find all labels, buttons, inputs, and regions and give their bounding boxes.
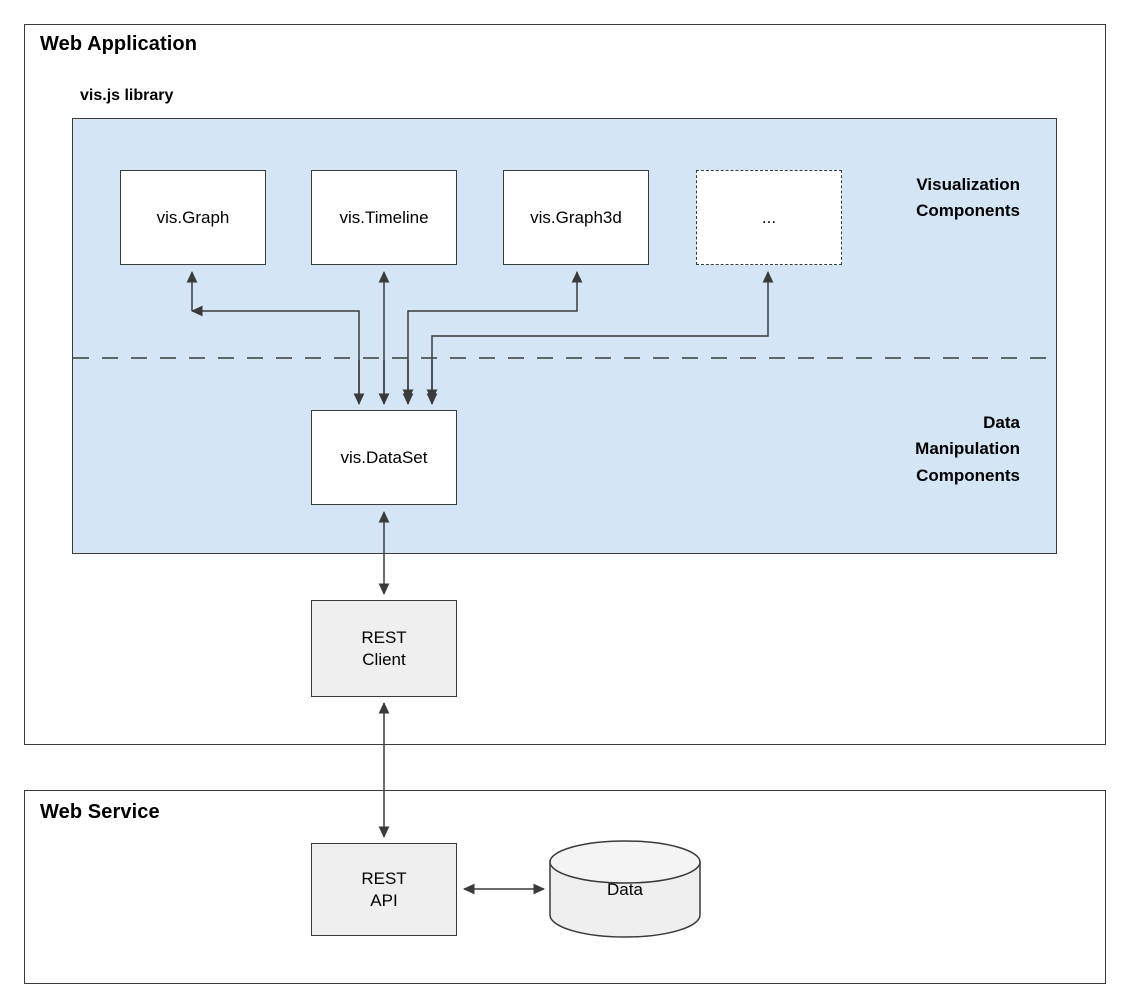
node-rest-client[interactable]: REST Client <box>311 600 457 697</box>
node-vis-graph3d[interactable]: vis.Graph3d <box>503 170 649 265</box>
node-data-store-label: Data <box>607 880 643 899</box>
container-web-application-title: Web Application <box>40 33 198 55</box>
container-web-service <box>24 790 1106 984</box>
node-rest-api[interactable]: REST API <box>311 843 457 936</box>
node-vis-timeline[interactable]: vis.Timeline <box>311 170 457 265</box>
edge-dots-dataset <box>426 271 774 401</box>
node-vis-graph[interactable]: vis.Graph <box>120 170 266 265</box>
vis-library-title: vis.js library <box>80 87 174 104</box>
container-web-service-title: Web Service <box>40 801 160 823</box>
zone-label-visualization: Visualization Components <box>916 175 1020 221</box>
container-web-application <box>24 24 1106 745</box>
node-placeholder-more[interactable]: ... <box>696 170 842 265</box>
node-vis-dataset[interactable]: vis.DataSet <box>311 410 457 505</box>
zone-label-data-manipulation: Data Manipulation Components <box>915 413 1020 485</box>
edge-dataset-to-vis-graph <box>191 305 360 400</box>
data-store-cylinder <box>549 840 701 938</box>
